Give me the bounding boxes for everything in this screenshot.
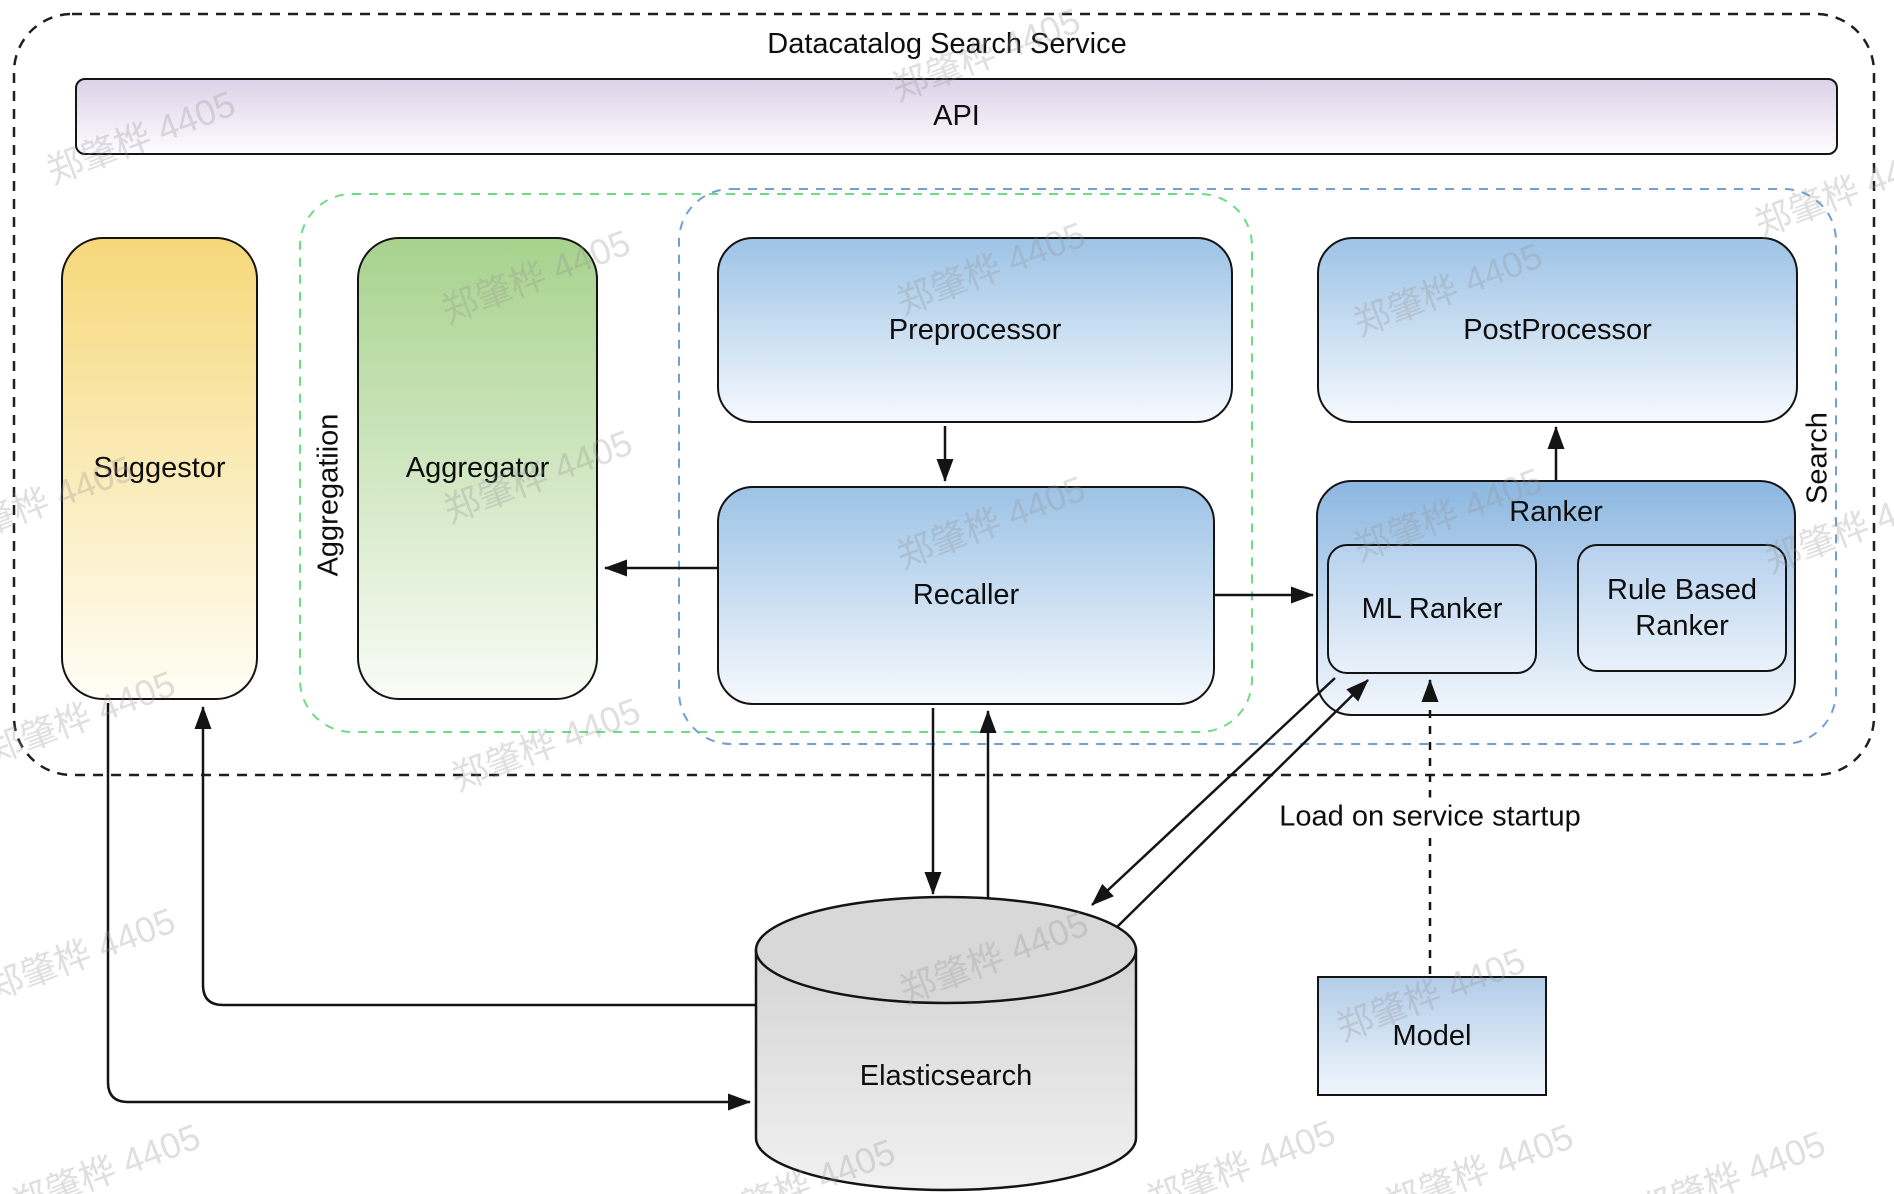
rule-based-ranker-node: Rule Based Ranker <box>1577 544 1787 672</box>
elasticsearch-label: Elasticsearch <box>859 1060 1033 1092</box>
ranker-label: Ranker <box>1509 496 1603 528</box>
suggestor-node: Suggestor <box>61 237 258 700</box>
model-label: Model <box>1392 1019 1472 1052</box>
preprocessor-node: Preprocessor <box>717 237 1233 423</box>
elasticsearch-node <box>754 895 1138 1192</box>
preprocessor-label: Preprocessor <box>888 313 1062 346</box>
model-node: Model <box>1317 976 1547 1096</box>
aggregation-group-border <box>299 193 1253 733</box>
rule-based-ranker-label: Rule Based Ranker <box>1607 573 1757 642</box>
service-group-border <box>12 12 1876 777</box>
recaller-label: Recaller <box>912 579 1020 611</box>
arrow-elasticsearch-to-ml-ranker <box>1116 679 1369 928</box>
arrow-elasticsearch-to-suggestor <box>194 706 756 1007</box>
postprocessor-label: PostProcessor <box>1463 313 1652 346</box>
recaller-node: Recaller <box>717 486 1215 705</box>
suggestor-label: Suggestor <box>93 452 226 484</box>
ml-ranker-label: ML Ranker <box>1361 592 1503 625</box>
cylinder-top <box>754 895 1138 1005</box>
ml-ranker-node: ML Ranker <box>1327 544 1537 674</box>
aggregator-label: Aggregator <box>405 452 550 484</box>
startup-note: Load on service startup <box>1271 797 1589 837</box>
search-group-border <box>678 188 1837 745</box>
arrow-ml-ranker-to-elasticsearch <box>1091 677 1336 906</box>
api-label: API <box>933 100 980 132</box>
postprocessor-node: PostProcessor <box>1317 237 1798 423</box>
diagram-title: Datacatalog Search Service <box>767 28 1127 60</box>
aggregator-node: Aggregator <box>357 237 598 700</box>
arrow-suggestor-to-elasticsearch <box>106 703 751 1111</box>
api-node: API <box>75 78 1838 155</box>
cylinder-body <box>754 948 1138 1192</box>
